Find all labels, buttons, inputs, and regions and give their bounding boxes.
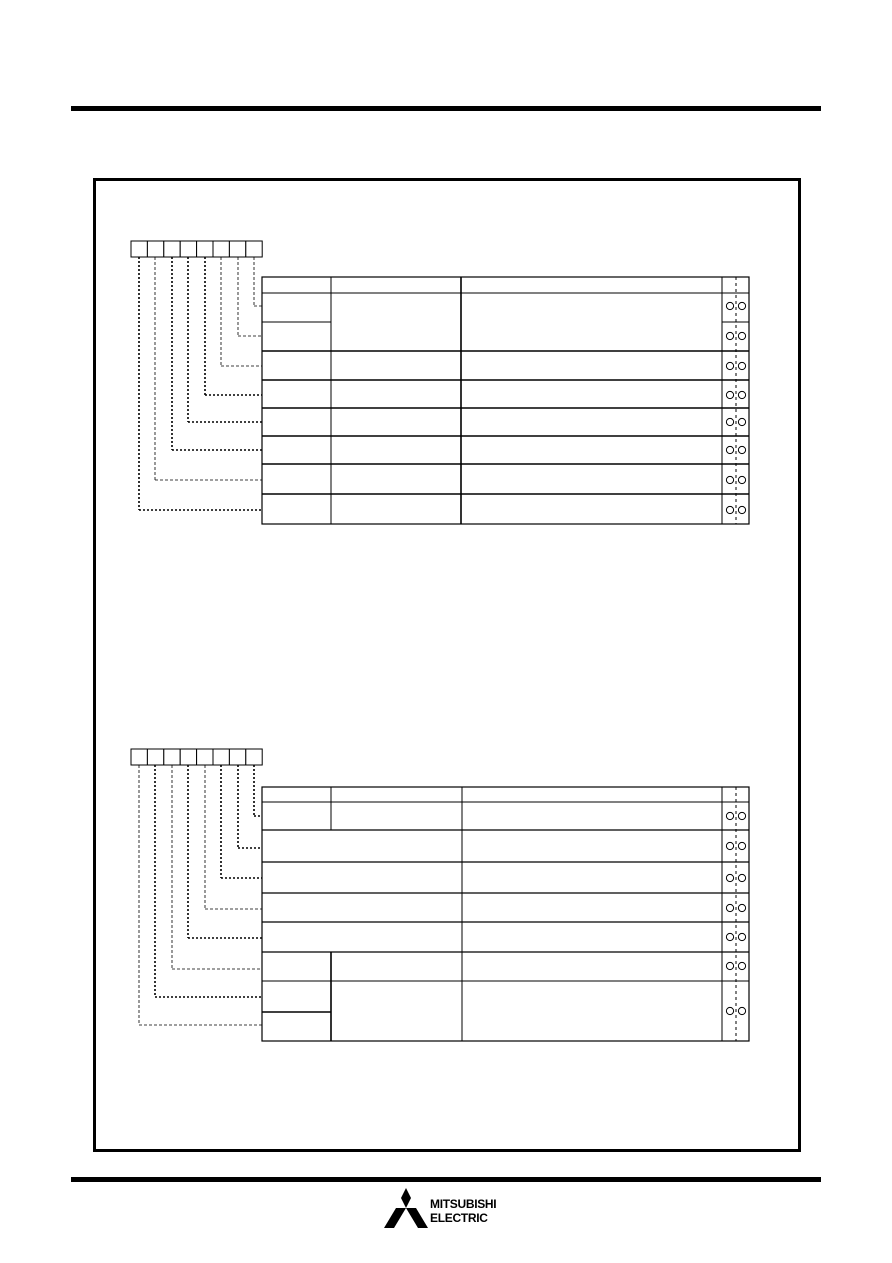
register-2-bit-1 <box>228 748 247 766</box>
register-2-bit-0 <box>245 748 263 766</box>
register-1-bit-5 <box>163 240 181 258</box>
register-1-rw-circles-5-right <box>737 445 747 455</box>
register-2-rw-circles-3-right <box>737 903 747 913</box>
register-2-bit-5 <box>163 748 181 766</box>
register-1-rw-circles-6-right <box>737 475 747 485</box>
register-1-rw-circles-1-right <box>737 331 747 341</box>
content-frame <box>93 178 801 1152</box>
register-2-rw-circles-4-right <box>737 932 747 942</box>
header-rule <box>71 106 821 111</box>
register-2-rw-circles-6-right <box>737 1006 747 1016</box>
register-2-rw-circles-5-right <box>737 961 747 971</box>
register-1-bit-7 <box>130 240 148 258</box>
register-1-bit-3 <box>196 240 214 258</box>
register-2-bit-7 <box>130 748 148 766</box>
register-2-rw-circles-4-left <box>725 932 735 942</box>
register-1-bit-2 <box>212 240 230 258</box>
footer-rule <box>71 1177 821 1182</box>
brand-line-1: MITSUBISHI <box>430 1197 497 1211</box>
register-1-rw-circles-0-left <box>725 301 735 311</box>
register-2-rw-circles-0-right <box>737 811 747 821</box>
register-2-rw-circles-0-left <box>725 811 735 821</box>
register-2-bit-3 <box>196 748 214 766</box>
register-2-rw-circles-2-right <box>737 873 747 883</box>
register-1-rw-circles-3-right <box>737 390 747 400</box>
register-2-bit-6 <box>146 748 165 766</box>
register-1-rw-circles-4-right <box>737 417 747 427</box>
mitsubishi-electric-logo: MITSUBISHI ELECTRIC <box>384 1188 516 1230</box>
register-1-rw-circles-4-left <box>725 417 735 427</box>
register-2-rw-circles-6-left <box>725 1006 735 1016</box>
register-1-rw-circles-2-right <box>737 361 747 371</box>
register-1-rw-circles-3-left <box>725 390 735 400</box>
register-2-rw-circles-1-left <box>725 841 735 851</box>
register-1-table-border <box>261 276 750 525</box>
register-1-rw-circles-7-right <box>737 505 747 515</box>
register-2-table-border <box>261 786 750 1042</box>
register-1-bit-0 <box>245 240 263 258</box>
register-2-rw-circles-2-left <box>725 873 735 883</box>
register-1-bit-6 <box>146 240 165 258</box>
register-1-rw-circles-0-right <box>737 301 747 311</box>
three-diamonds-icon <box>384 1188 428 1228</box>
register-1-bit-4 <box>179 240 198 258</box>
brand-line-2: ELECTRIC <box>430 1211 488 1225</box>
register-1-rw-circles-2-left <box>725 361 735 371</box>
register-2-bit-4 <box>179 748 198 766</box>
register-1-rw-circles-5-left <box>725 445 735 455</box>
register-1-rw-circles-6-left <box>725 475 735 485</box>
register-2-bit-2 <box>212 748 230 766</box>
register-1-rw-circles-7-left <box>725 505 735 515</box>
register-1-rw-circles-1-left <box>725 331 735 341</box>
register-1-bit-1 <box>228 240 247 258</box>
register-2-rw-circles-1-right <box>737 841 747 851</box>
register-2-rw-circles-3-left <box>725 903 735 913</box>
register-2-rw-circles-5-left <box>725 961 735 971</box>
